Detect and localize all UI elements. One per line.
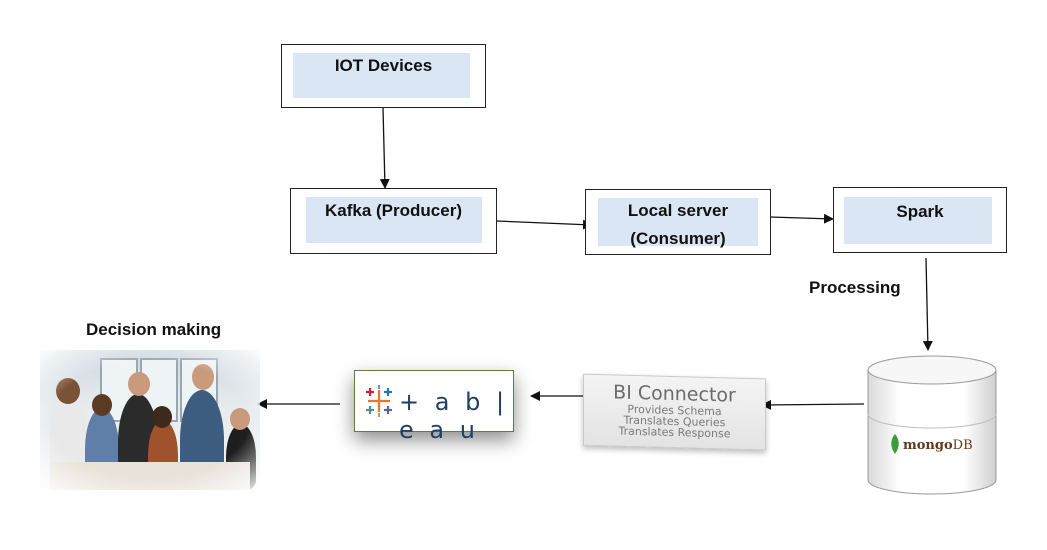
tableau-cross-icon <box>366 385 392 417</box>
spark-label: Spark <box>896 202 944 221</box>
arrow-spark-to-mongo <box>922 257 933 351</box>
iot-devices-node: IOT Devices <box>281 44 486 108</box>
arrow-kafka-to-local <box>496 219 593 230</box>
local-server-label-line1: Local server <box>627 201 729 220</box>
decision-making-label: Decision making <box>86 320 222 339</box>
local-server-node: Local server (Consumer) <box>585 189 771 255</box>
iot-devices-label: IOT Devices <box>334 56 433 75</box>
mongodb-wordmark-prefix: mongo <box>903 438 953 453</box>
mongodb-database-cylinder <box>866 352 998 497</box>
team-meeting-photo <box>40 350 260 490</box>
arrow-mongo-to-bi <box>761 399 865 410</box>
mongodb-wordmark-suffix: DB <box>952 438 973 453</box>
tableau-logo-card: + a b | e a u <box>354 370 514 444</box>
kafka-producer-node: Kafka (Producer) <box>290 188 497 254</box>
tableau-wordmark: + a b | e a u <box>399 388 509 444</box>
mongodb-wordmark: mongoDB <box>903 438 973 453</box>
bi-connector-card: BI Connector Provides Schema Translates … <box>583 373 766 451</box>
local-server-label-line2: (Consumer) <box>630 229 726 248</box>
kafka-producer-label: Kafka (Producer) <box>325 201 462 220</box>
mongodb-leaf-icon <box>891 434 899 454</box>
arrow-local-to-spark <box>769 213 834 224</box>
processing-label: Processing <box>809 278 901 297</box>
arrow-iot-to-kafka <box>379 107 390 189</box>
spark-node: Spark <box>833 187 1007 253</box>
